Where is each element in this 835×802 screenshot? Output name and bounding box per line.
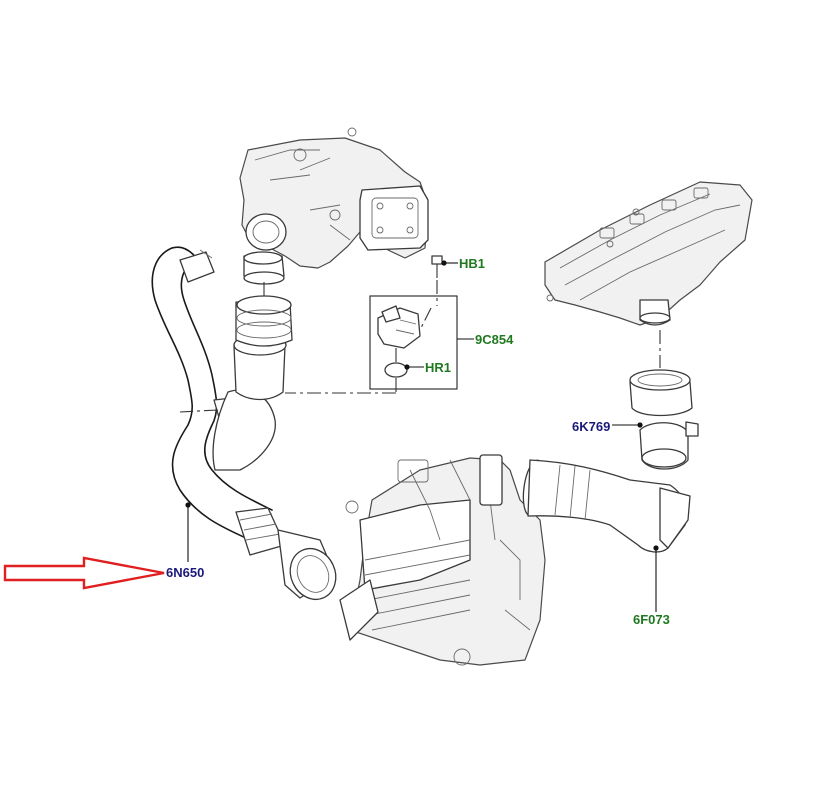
label-9c854: 9C854 bbox=[475, 332, 514, 347]
label-6f073: 6F073 bbox=[633, 612, 670, 627]
intake-manifold-drawing bbox=[544, 181, 753, 326]
pointer-arrow bbox=[3, 556, 165, 590]
hose-6f073-drawing bbox=[522, 369, 699, 553]
turbocharger-drawing bbox=[239, 127, 429, 285]
hose-6n650-drawing bbox=[151, 246, 337, 600]
label-6n650: 6N650 bbox=[166, 565, 204, 580]
label-6k769: 6K769 bbox=[572, 419, 610, 434]
label-hb1: HB1 bbox=[459, 256, 485, 271]
intercooler-drawing bbox=[339, 454, 546, 666]
bracket-kit-drawing bbox=[369, 255, 458, 390]
label-hr1: HR1 bbox=[425, 360, 451, 375]
assembly-lines bbox=[179, 260, 661, 612]
